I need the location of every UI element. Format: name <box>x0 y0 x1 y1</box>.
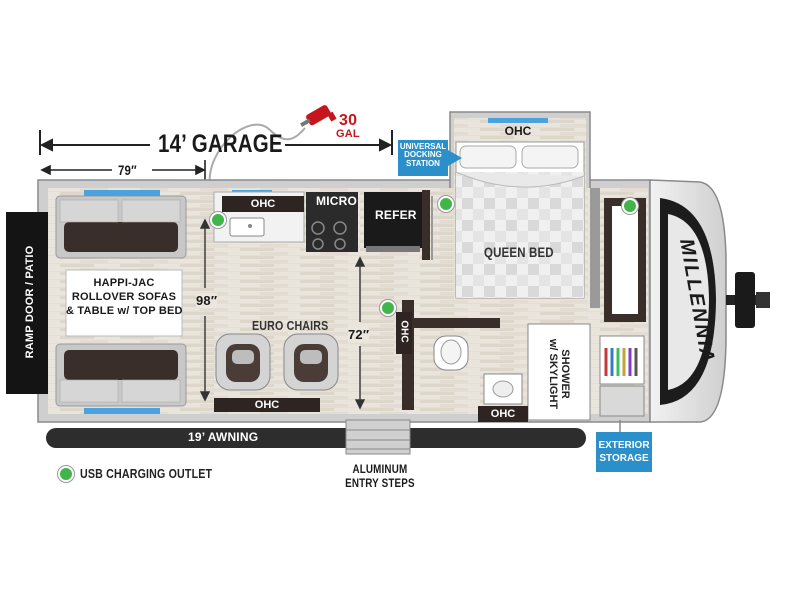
usb-outlet-icon <box>210 212 226 228</box>
toilet <box>433 335 469 371</box>
height-72-dimension-line <box>354 256 366 410</box>
queen-bed-label: QUEEN BED <box>484 244 554 260</box>
euro-chairs-label: EURO CHAIRS <box>252 318 329 333</box>
garage-label: 14’ GARAGE <box>158 130 283 158</box>
exterior-line2: STORAGE <box>599 453 649 464</box>
window <box>84 190 160 196</box>
usb-legend-label: USB CHARGING OUTLET <box>80 466 213 481</box>
sofas-line2: ROLLOVER SOFAS <box>71 291 177 303</box>
queen-bed <box>455 141 585 299</box>
ramp-door <box>6 212 48 394</box>
fuel-amount: 30 <box>339 112 358 129</box>
ohc-bedroom: OHC <box>504 124 532 138</box>
docking-line1: UNIVERSAL <box>399 142 447 151</box>
ohc-partition-label: OHC <box>398 320 410 343</box>
front-sofa <box>55 343 187 407</box>
bath-sink <box>483 373 523 405</box>
shower-line2: w/ SKYLIGHT <box>547 338 559 410</box>
awning <box>46 428 586 448</box>
sofas-line3: & TABLE w/ TOP BED <box>66 305 183 317</box>
garage-dimension-line <box>39 130 393 155</box>
height-98-label: 98″ <box>196 293 218 308</box>
rear-sofa <box>55 195 187 259</box>
refer-label: REFER <box>375 208 417 222</box>
sofa-table <box>65 269 183 337</box>
shower-label: SHOWER w/ SKYLIGHT <box>547 331 571 417</box>
width-79-label: 79″ <box>118 162 137 178</box>
fuel-nozzle-icon <box>300 105 337 127</box>
entry-steps-label: ALUMINUM ENTRY STEPS <box>343 462 417 490</box>
exterior-line1: EXTERIOR <box>598 440 650 451</box>
shower-line1: SHOWER <box>559 349 571 399</box>
ohc-bath: OHC <box>478 406 528 422</box>
refrigerator <box>364 192 422 248</box>
sofas-label: HAPPI-JAC ROLLOVER SOFAS & TABLE w/ TOP … <box>66 276 182 318</box>
sofas-line1: HAPPI-JAC <box>93 277 155 289</box>
sink <box>229 217 265 237</box>
docking-station-tag: UNIVERSAL DOCKING STATION <box>398 140 448 176</box>
euro-chair-right <box>283 333 339 391</box>
micro-label: MICRO <box>316 194 357 208</box>
docking-line2: DOCKING <box>404 150 442 160</box>
docking-line3: STATION <box>406 158 440 168</box>
usb-outlet-icon <box>380 300 396 316</box>
height-72-label: 72″ <box>348 327 370 342</box>
usb-outlet-icon <box>438 196 454 212</box>
stove <box>306 192 358 252</box>
ohc-galley: OHC <box>222 196 304 212</box>
ohc-partition: OHC <box>396 312 412 354</box>
shower <box>527 323 591 421</box>
awning-label: 19’ AWNING <box>188 430 259 444</box>
exterior-storage-tag: EXTERIOR STORAGE <box>596 432 652 472</box>
usb-legend-icon <box>58 466 74 482</box>
euro-chair-left <box>215 333 271 391</box>
height-98-dimension-line <box>199 218 211 402</box>
ramp-door-label: RAMP DOOR / PATIO <box>24 245 36 359</box>
fuel-unit: GAL <box>336 128 360 140</box>
window <box>84 408 160 414</box>
entry-steps <box>345 419 411 455</box>
width-79-dimension-line <box>40 160 206 180</box>
usb-outlet-icon <box>622 198 638 214</box>
fuel-hose <box>208 123 306 187</box>
steps-line1: ALUMINUM <box>352 462 408 476</box>
steps-line2: ENTRY STEPS <box>345 476 415 490</box>
window <box>488 118 548 123</box>
ohc-chairs: OHC <box>214 398 320 412</box>
